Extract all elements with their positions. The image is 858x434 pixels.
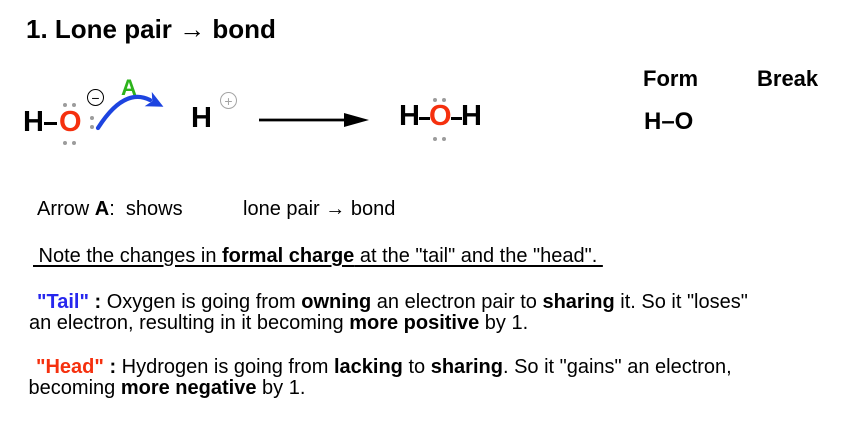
minus-charge-icon: − bbox=[87, 89, 104, 106]
lone-pair-dot bbox=[442, 137, 446, 141]
lone-pair-dot bbox=[63, 141, 67, 145]
lone-pair-dot bbox=[72, 141, 76, 145]
lone-pair-dot bbox=[90, 125, 94, 129]
plus-sign: + bbox=[224, 92, 233, 109]
tail-paragraph-line1: "Tail" : Oxygen is going from owning an … bbox=[37, 291, 748, 313]
reactant-hydrogen-atom: H bbox=[23, 106, 44, 138]
plus-charge-icon: + bbox=[220, 92, 237, 109]
form-header: Form bbox=[643, 66, 698, 91]
proton-hydrogen-atom: H bbox=[191, 102, 212, 134]
product-hydrogen-right-atom: H bbox=[461, 100, 482, 132]
curved-arrow-icon bbox=[95, 91, 164, 131]
product-bond-left bbox=[419, 117, 430, 120]
product-bond-right bbox=[451, 117, 462, 120]
product-hydrogen-left-atom: H bbox=[399, 100, 420, 132]
lone-pair-dot bbox=[442, 98, 446, 102]
formed-bond-value: H–O bbox=[644, 108, 694, 135]
head-paragraph-line2: becoming more negative by 1. bbox=[23, 377, 306, 399]
lone-pair-dot bbox=[63, 103, 67, 107]
lone-pair-dot bbox=[433, 137, 437, 141]
note-line: Note the changes in formal charge at the… bbox=[33, 245, 603, 267]
head-paragraph-line1: "Head" : Hydrogen is going from lacking … bbox=[36, 356, 732, 378]
reaction-arrow-icon bbox=[259, 113, 369, 127]
page-title: 1. Lone pair → bond bbox=[26, 14, 276, 44]
tail-paragraph-line2: an electron, resulting in it becoming mo… bbox=[29, 312, 529, 334]
product-oxygen-atom: O bbox=[429, 100, 452, 132]
lone-pair-dot bbox=[90, 116, 94, 120]
lone-pair-dot bbox=[433, 98, 437, 102]
arrow-a-caption-value: lone pair → bond bbox=[243, 198, 396, 220]
arrow-a-caption: Arrow A: shows bbox=[37, 198, 183, 220]
reactant-oxygen-atom: O bbox=[59, 106, 82, 138]
minus-sign: − bbox=[91, 89, 100, 106]
reactant-bond bbox=[44, 122, 57, 125]
curved-arrow-label-a: A bbox=[121, 75, 137, 100]
break-header: Break bbox=[757, 66, 819, 91]
lone-pair-dot bbox=[72, 103, 76, 107]
